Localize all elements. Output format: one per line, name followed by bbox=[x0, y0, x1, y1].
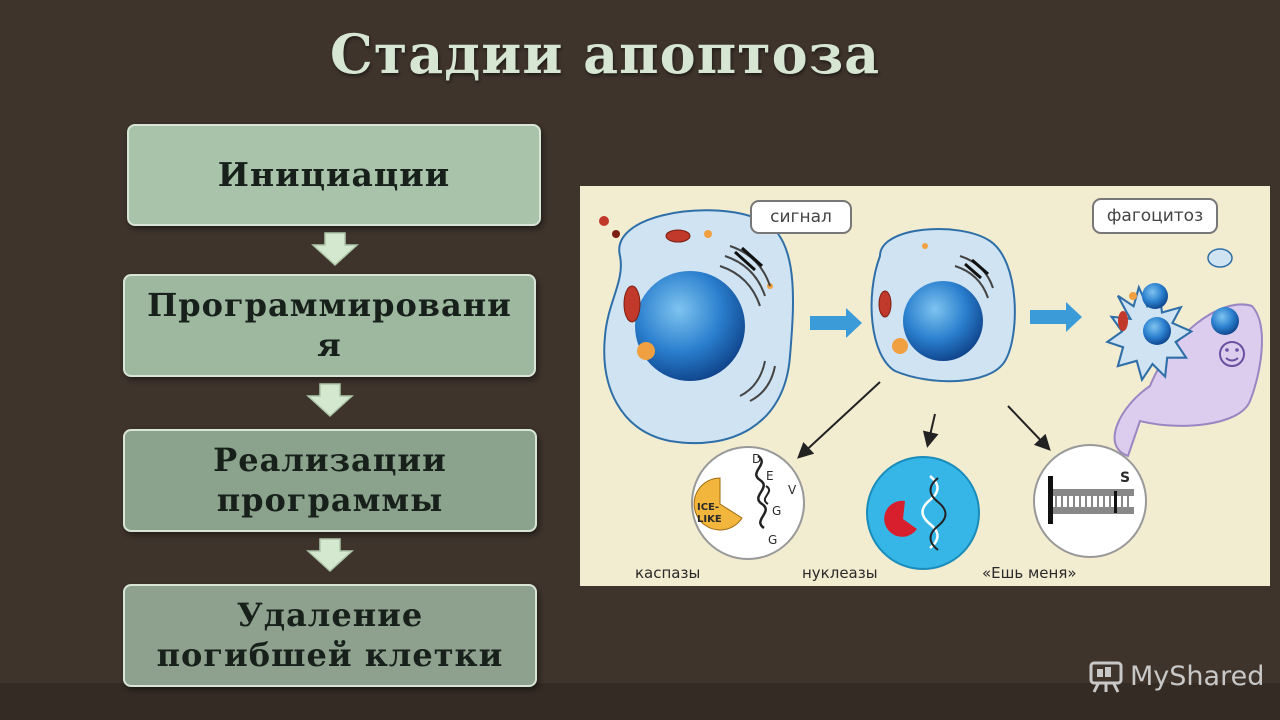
apoptosis-illustration: ICE- LIKE D E V G G S сигнал фагоцитоз к… bbox=[580, 186, 1270, 586]
ice-label: ICE- bbox=[697, 502, 720, 513]
amino-letter: G bbox=[768, 533, 778, 547]
nuclease-detail bbox=[866, 456, 980, 570]
stage-initiation: Инициации bbox=[127, 124, 541, 226]
stage-execution: Реализации программы bbox=[123, 429, 537, 532]
amino-letter: D bbox=[752, 452, 762, 466]
stage-removal: Удаление погибшей клетки bbox=[123, 584, 537, 687]
s-label: S bbox=[1120, 470, 1131, 486]
like-label: LIKE bbox=[697, 514, 722, 525]
phagocytosis-callout: фагоцитоз bbox=[1092, 198, 1218, 234]
eat-me-caption: «Ешь меня» bbox=[982, 564, 1077, 582]
watermark-text: MyShared bbox=[1130, 660, 1265, 692]
caspases-caption: каспазы bbox=[635, 564, 701, 582]
right-arrow-icon bbox=[1030, 302, 1082, 332]
amino-letter: E bbox=[766, 469, 774, 483]
slide-title: Стадии апоптоза bbox=[329, 22, 881, 86]
eat-me-detail bbox=[1033, 444, 1147, 558]
amino-letter: V bbox=[788, 483, 797, 497]
stage-removal-label: Удаление погибшей клетки bbox=[156, 596, 504, 674]
debris-dot bbox=[612, 230, 620, 238]
watermark: MyShared bbox=[1088, 656, 1268, 696]
nucleases-caption: нуклеазы bbox=[802, 564, 878, 582]
caspase-detail bbox=[691, 446, 805, 560]
healthy-cell bbox=[603, 209, 795, 445]
right-arrow-icon bbox=[810, 308, 862, 338]
shrinking-cell bbox=[870, 228, 1016, 383]
down-arrow-icon bbox=[306, 538, 354, 573]
amino-letter: G bbox=[772, 504, 782, 518]
down-arrow-icon bbox=[306, 383, 354, 418]
stage-programming: Программировани я bbox=[123, 274, 536, 377]
debris-dot bbox=[599, 216, 609, 226]
stage-initiation-label: Инициации bbox=[217, 154, 451, 194]
stage-programming-label: Программировани я bbox=[147, 286, 512, 364]
down-arrow-icon bbox=[311, 232, 359, 267]
stage-execution-label: Реализации программы bbox=[213, 441, 447, 519]
illustration-drawing bbox=[599, 209, 1263, 570]
signal-callout: сигнал bbox=[750, 200, 852, 234]
bottom-band bbox=[0, 683, 1280, 720]
presentation-board-icon bbox=[1089, 661, 1123, 693]
apoptotic-cell bbox=[1105, 248, 1263, 458]
